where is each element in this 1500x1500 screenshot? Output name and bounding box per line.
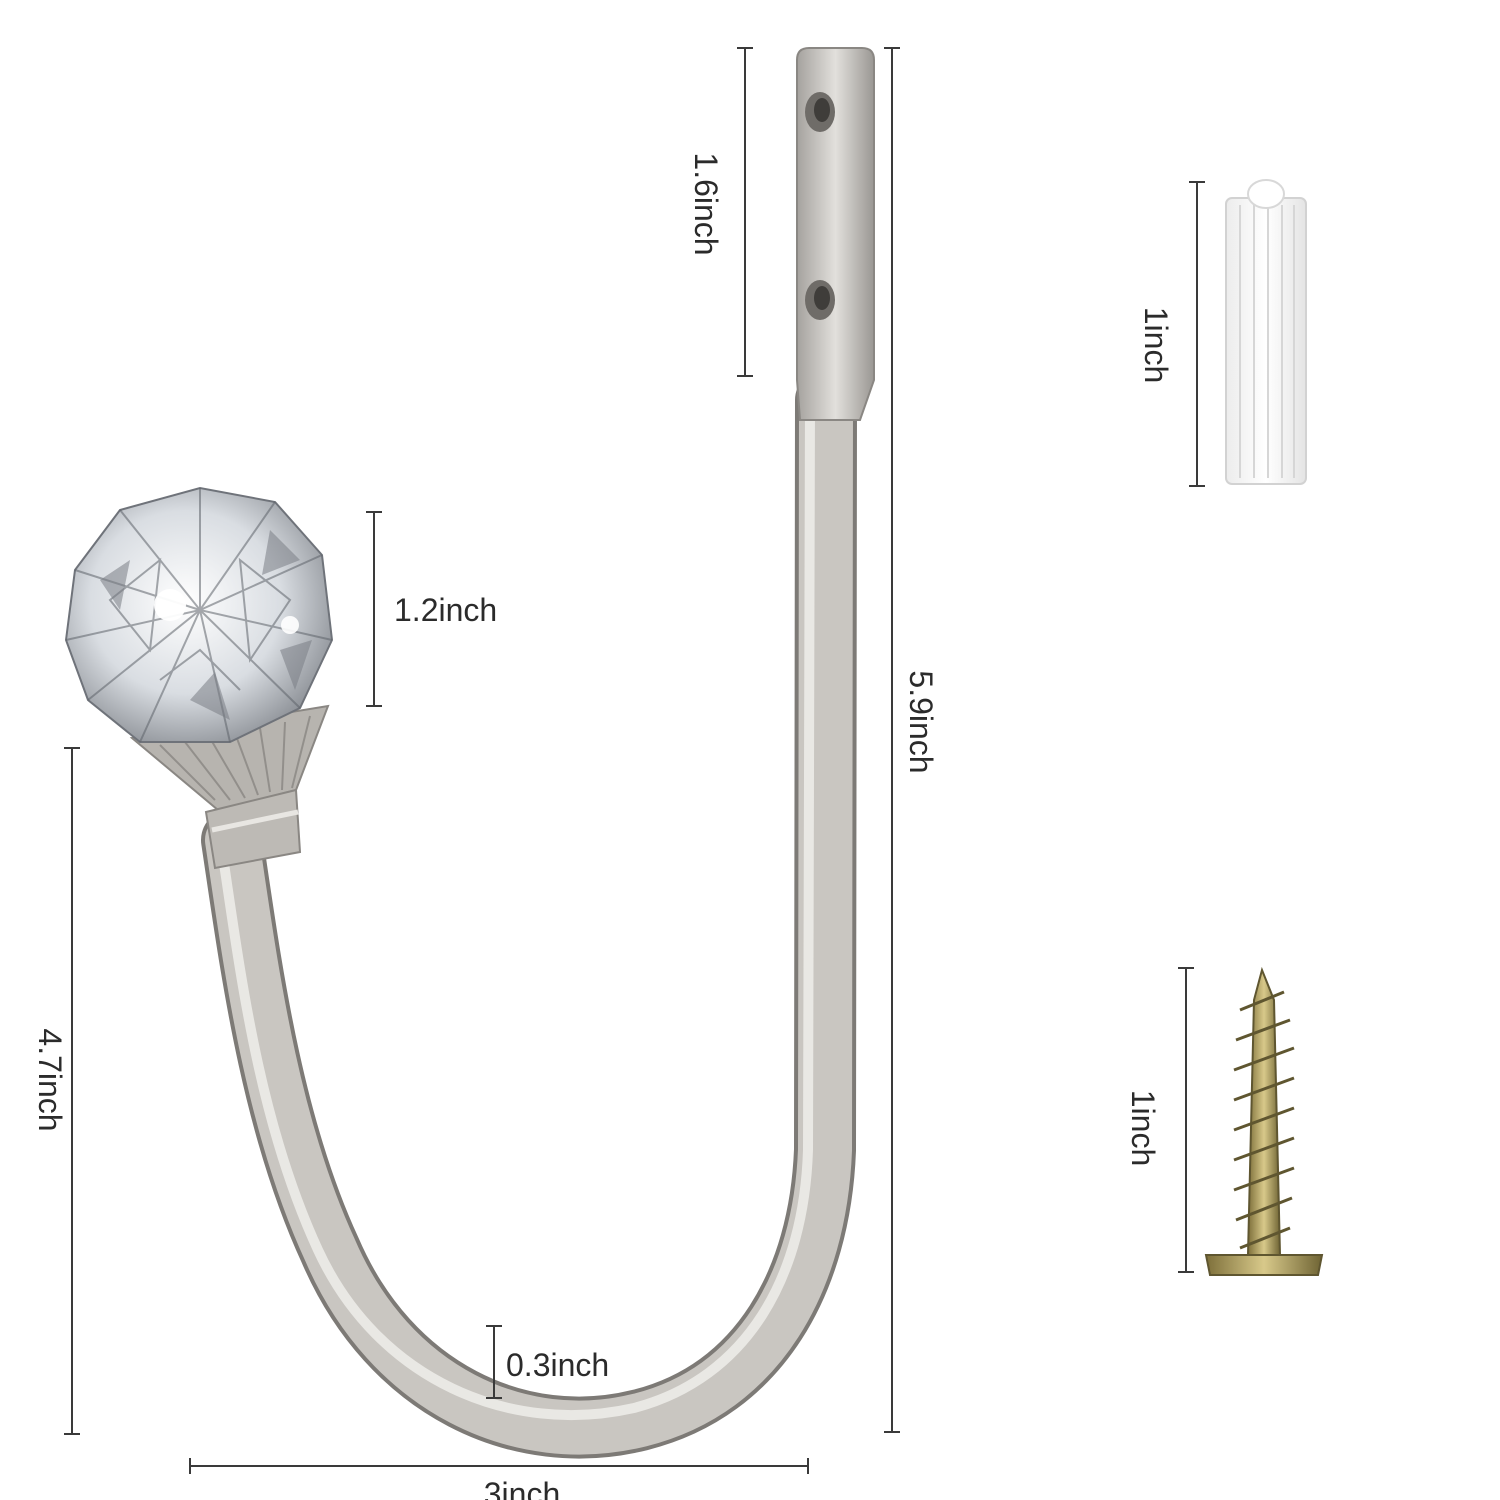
crystal-knob <box>64 486 334 743</box>
dimension-lines <box>64 47 1205 1474</box>
screw-shank <box>1246 966 1282 1256</box>
anchor-tip <box>1247 179 1285 209</box>
crystal-sparkle <box>154 589 186 621</box>
curtain-holdback-hook <box>129 47 875 1459</box>
dim-line-plate <box>737 47 753 377</box>
label-width: 3inch <box>483 1476 561 1500</box>
hook-rod-highlight <box>217 395 815 1420</box>
dim-line-screw <box>1178 967 1194 1273</box>
hook-rod <box>205 373 853 1455</box>
label-anchor-length: 1inch <box>1138 306 1174 384</box>
dim-line-width <box>189 1458 809 1474</box>
dim-line-anchor <box>1189 181 1205 487</box>
label-plate-height: 1.6inch <box>688 152 724 256</box>
label-total-height: 5.9inch <box>903 670 939 774</box>
label-rod-thickness: 0.3inch <box>506 1347 610 1383</box>
dim-line-crystal <box>366 511 382 707</box>
mounting-plate <box>796 47 875 421</box>
crystal-body <box>64 486 334 743</box>
wall-anchor-icon <box>1225 179 1307 485</box>
label-arm-height: 4.7inch <box>32 1028 68 1132</box>
rod-ferrule <box>204 788 302 870</box>
label-screw-length: 1inch <box>1125 1089 1161 1167</box>
label-crystal-height: 1.2inch <box>394 592 498 628</box>
wood-screw-icon <box>1204 966 1324 1276</box>
screw-head <box>1204 1254 1324 1276</box>
dim-line-total <box>884 47 900 1433</box>
dim-line-arm <box>64 747 80 1435</box>
dim-line-rod-thickness <box>486 1325 502 1399</box>
